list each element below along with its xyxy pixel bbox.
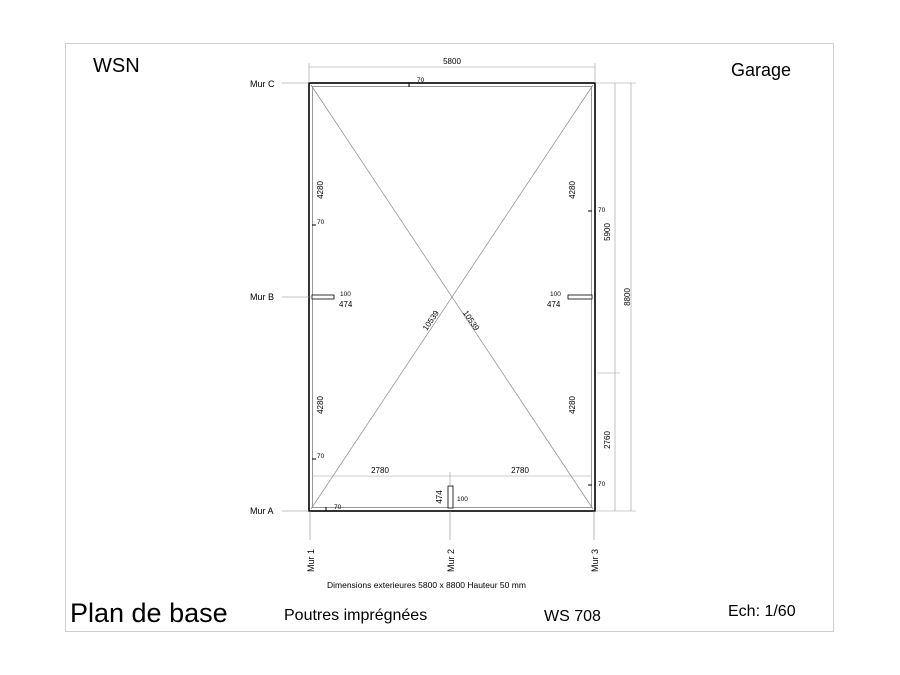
beam-thickness-top: 70 [417,77,425,84]
scale-label: Ech: 1/60 [728,603,796,620]
connector-bottom-width: 100 [457,496,468,503]
mur-a-label: Mur A [250,506,274,516]
connector-left-length: 474 [339,300,353,309]
beam-thickness-bottom: 70 [334,504,342,511]
bottom-left-dimension-text: 2780 [371,466,389,475]
mur-1-label: Mur 1 [306,549,316,572]
bottom-right-dimension-text: 2780 [511,466,529,475]
diagonal-line-2 [310,84,594,510]
project-label: Garage [731,60,792,80]
mur-3-label: Mur 3 [590,549,600,572]
mur-c-label: Mur C [250,79,275,89]
mur-2-label: Mur 2 [446,549,456,572]
beam-thickness-right-upper: 70 [598,207,606,214]
diagonal-2-dimension-text: 10539 [461,309,481,333]
right-lower-dimension-text: 2760 [603,431,612,449]
beam-thickness-left-lower: 70 [317,453,325,460]
width-dimension-text: 5800 [443,57,461,66]
right-upper-dimension-text: 5900 [603,223,612,241]
left-upper-dimension-text: 4280 [316,181,325,199]
connector-left [311,294,335,300]
right-lower-inner-dimension-text: 4280 [568,396,577,414]
connector-bottom-length: 474 [435,490,444,504]
connector-right [567,294,593,300]
connector-right-length: 474 [547,300,561,309]
connector-left-width: 100 [340,291,351,298]
beams-label: Poutres imprégnées [284,607,428,624]
brand-label: WSN [93,55,140,77]
mur-b-label: Mur B [250,292,274,302]
drawing-frame [65,43,834,632]
connector-right-width: 100 [550,291,561,298]
plan-title: Plan de base [70,598,228,628]
left-lower-dimension-text: 4280 [316,396,325,414]
beam-thickness-right-lower: 70 [598,481,606,488]
connector-bottom [447,485,454,509]
beam-thickness-left-upper: 70 [317,219,325,226]
right-upper-inner-dimension-text: 4280 [568,181,577,199]
depth-dimension-text: 8800 [623,288,632,306]
dimensions-note: Dimensions exterieures 5800 x 8800 Haute… [327,580,526,590]
model-number: WS 708 [544,608,601,625]
